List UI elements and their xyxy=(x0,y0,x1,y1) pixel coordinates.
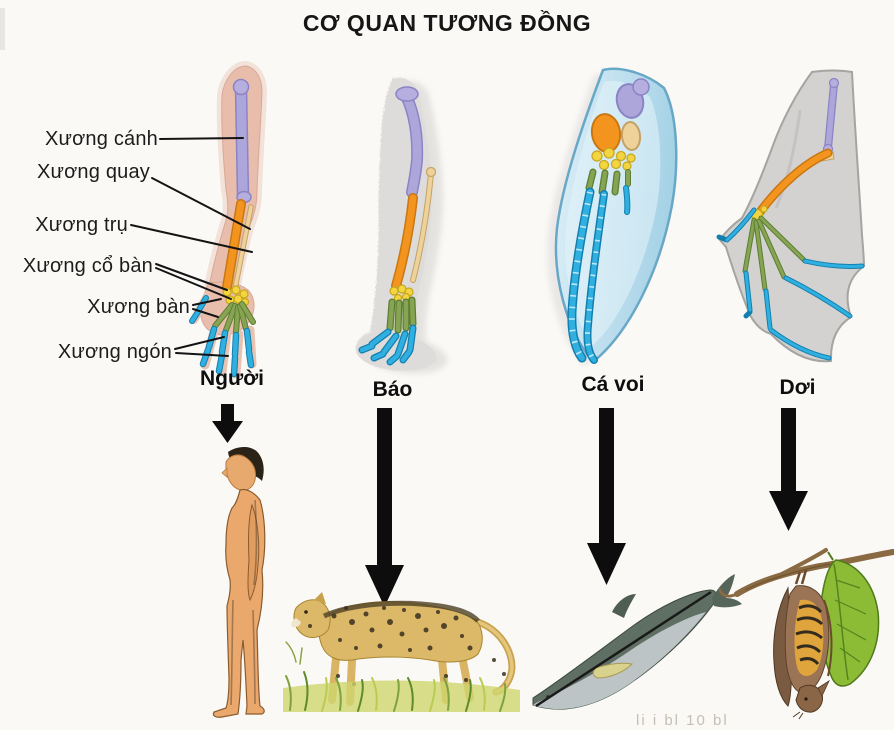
scan-artifact xyxy=(0,8,5,50)
label-xuong-co-ban: Xương cổ bàn xyxy=(22,255,153,277)
organism-name-leopard: Báo xyxy=(372,378,413,401)
down-arrows xyxy=(212,404,808,607)
leopard-metacarpals xyxy=(386,296,417,334)
organism-name-bat: Dơi xyxy=(779,376,816,399)
arrow-whale xyxy=(587,408,626,585)
bat-figure xyxy=(718,548,894,720)
whale-figure xyxy=(532,574,742,710)
label-pointer-lines xyxy=(130,137,253,357)
leopard-spots xyxy=(308,606,506,686)
whale-phalanges xyxy=(567,185,631,364)
human-metacarpals xyxy=(212,301,256,335)
label-xuong-quay: Xương quay xyxy=(36,161,150,183)
human-phalanges xyxy=(189,295,255,378)
organism-name-whale: Cá voi xyxy=(581,373,645,396)
label-xuong-canh: Xương cánh xyxy=(44,128,158,150)
label-xuong-ngon: Xương ngón xyxy=(57,341,172,363)
leopard-limb-skeleton xyxy=(355,77,448,374)
grass xyxy=(285,641,507,712)
human-figure xyxy=(212,446,266,718)
label-xuong-ban: Xương bàn xyxy=(87,296,190,318)
watermark-fragment: li i bl 10 bl xyxy=(636,712,729,729)
bat-wing-skeleton xyxy=(716,69,866,363)
diagram-title: CƠ QUAN TƯƠNG ĐỒNG xyxy=(302,10,592,36)
whale-metacarpals xyxy=(585,168,631,196)
arrow-bat xyxy=(769,408,808,531)
leopard-phalanges xyxy=(358,324,417,366)
whale-carpals xyxy=(591,147,636,171)
arrow-human xyxy=(212,404,243,443)
label-xuong-tru: Xương trụ xyxy=(35,214,128,236)
bat-phalanges xyxy=(743,258,865,361)
whale-flipper-skeleton xyxy=(546,67,678,368)
organism-name-human: Người xyxy=(200,367,264,390)
arrow-leopard xyxy=(365,408,404,607)
bat-metacarpals xyxy=(742,215,807,292)
human-arm-skeleton xyxy=(189,60,268,379)
leopard-carpals xyxy=(389,284,414,303)
leopard-figure xyxy=(283,592,520,712)
